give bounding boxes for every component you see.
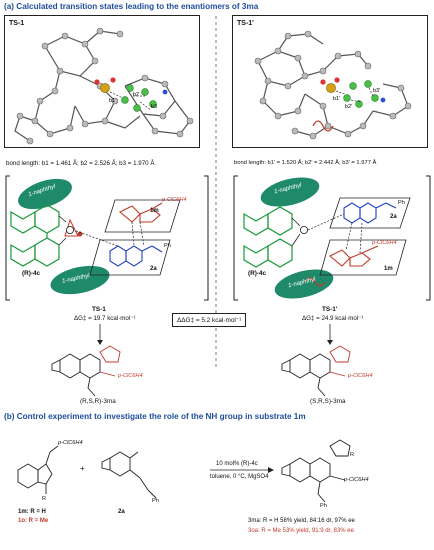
ddg-box: ΔΔG‡ = 5.2 kcal·mol⁻¹	[172, 313, 247, 327]
ts1-structure-frame: TS-1 b1	[4, 15, 200, 148]
ts1-energy-name: TS-1	[92, 306, 106, 313]
ts1-3d-model: b1 b2 b3	[14, 27, 194, 145]
ts1p-3d-model: b1' b2' b3'	[254, 30, 412, 140]
ts1p-structure-frame: TS-1' b1'	[232, 15, 428, 148]
label-1o: 1o: R = Me	[18, 518, 49, 524]
ts1p-frame-label: TS-1'	[237, 20, 254, 27]
ts1p-1m-label: 1m	[384, 266, 393, 272]
conditions-top: 10 mol% (R)-4c	[216, 461, 258, 467]
product-left-pcl: p-ClC6H4	[118, 373, 143, 379]
ts1-frame-label: TS-1	[9, 20, 25, 27]
ts1p-2a-label: 2a	[390, 214, 397, 220]
reagent-1-r: R	[42, 496, 47, 502]
naphthyl-top-ellipse	[18, 178, 72, 210]
bond-length-right: bond length: b1' = 1.520 Å; b2' = 2.442 …	[234, 160, 377, 166]
ts1p-b3-label: b3'	[373, 88, 380, 94]
bond-length-left: bond length: b1 = 1.461 Å; b2 = 2.526 Å;…	[6, 160, 155, 167]
naphthyl-bottom-ellipse-right	[274, 269, 334, 299]
ts1-energy: ΔG‡ = 19.7 kcal·mol⁻¹	[74, 315, 136, 322]
panel-a-title: (a) Calculated transition states leading…	[4, 2, 259, 11]
reagent-1-pcl: p-ClC6H4	[58, 440, 83, 446]
ts1-catalyst-label: (R)-4c	[22, 270, 41, 277]
product-left-label: (R,S,R)-3ma	[80, 398, 116, 405]
label-2a: 2a	[118, 509, 125, 515]
product-r: R	[350, 452, 355, 458]
ts1p-b1-label: b1'	[333, 96, 340, 102]
naphthyl-bottom-ellipse	[50, 265, 110, 295]
product-right-label: (S,R,S)-3ma	[310, 398, 346, 405]
panel-b-title: (b) Control experiment to investigate th…	[4, 412, 306, 421]
ts1p-catalyst-label: (R)-4c	[248, 270, 267, 277]
ts1p-energy: ΔG‡ = 24.9 kcal·mol⁻¹	[302, 315, 364, 322]
ts1p-energy-name: TS-1'	[322, 306, 338, 313]
product-right-pcl: p-ClC6H4	[348, 373, 373, 379]
ts1-b3-label: b3	[151, 104, 157, 110]
naphthyl-top-ellipse-right	[260, 177, 320, 207]
ts1-pcl-label: p-ClC6H4	[162, 197, 187, 203]
ts1-b1-label: b1	[109, 98, 115, 104]
conditions-bottom: toluene, 0 °C, MgSO4	[210, 474, 269, 480]
plus-sign: +	[80, 464, 85, 473]
ts1p-b2-label: b2'	[345, 104, 352, 110]
ts1p-pcl-label: p-ClC6H4	[372, 240, 397, 246]
result-3ma: 3ma: R = H 58% yield, 84:16 dr, 97% ee	[248, 518, 355, 524]
product-pcl: p-ClC6H4	[344, 477, 369, 483]
reagent-2-ph: Ph	[152, 498, 159, 504]
ts1-b2-label: b2	[133, 92, 139, 98]
ts1-ph-label: Ph	[164, 243, 171, 249]
label-1m: 1m: R = H	[18, 509, 46, 515]
ts1-1m-label: 1m	[150, 208, 159, 214]
result-3oa: 3oa: R = Me 53% yield, 91:9 dr, 83% ee	[248, 528, 354, 534]
ts1p-ph-label: Ph	[398, 200, 405, 206]
ts1-2a-label: 2a	[150, 266, 157, 272]
product-ph: Ph	[320, 503, 327, 509]
